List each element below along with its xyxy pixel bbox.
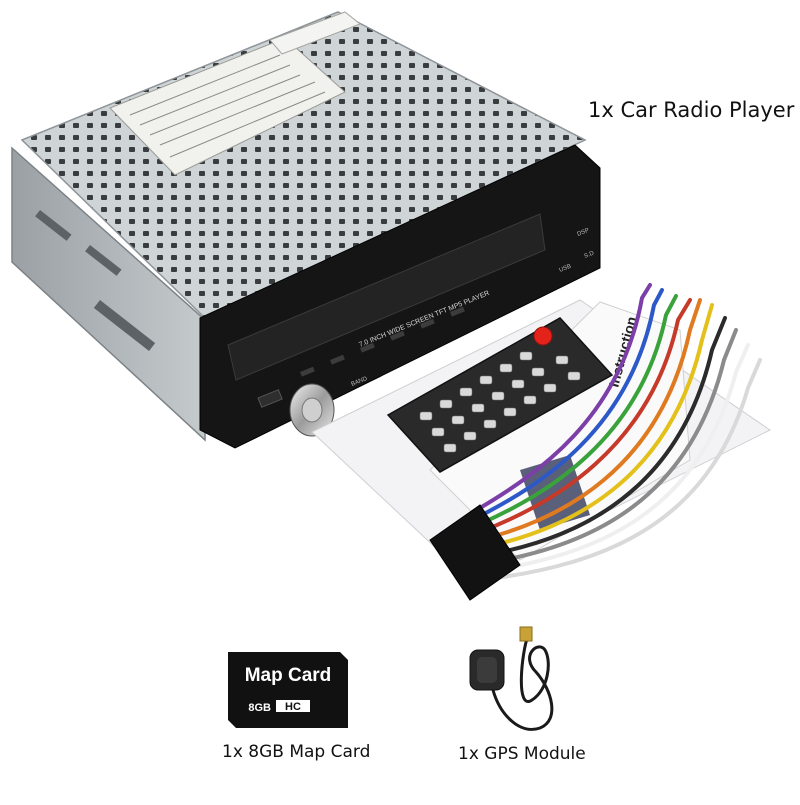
sticker-lines bbox=[129, 54, 326, 158]
remote-keypad bbox=[419, 351, 581, 453]
caption-car-radio-player: 1x Car Radio Player bbox=[588, 98, 795, 122]
map-card: Map Card 8GB HC bbox=[228, 652, 348, 728]
sd-card-title: Map Card bbox=[245, 665, 332, 686]
serial-sticker bbox=[269, 11, 361, 55]
spec-label-sticker bbox=[109, 37, 346, 176]
chassis-side bbox=[11, 146, 206, 442]
usb-label: USB bbox=[559, 264, 573, 274]
sd-card-type: HC bbox=[285, 701, 301, 713]
gps-connector-plug bbox=[519, 626, 533, 642]
chassis-side-slots bbox=[35, 210, 156, 351]
sd-label: S.D bbox=[584, 250, 596, 260]
sd-card-capacity: 8GB bbox=[248, 702, 271, 714]
gps-module bbox=[469, 626, 554, 731]
remote-power-button bbox=[533, 326, 553, 346]
knob-center bbox=[301, 397, 323, 423]
sd-hc-badge bbox=[276, 700, 310, 712]
front-left-button bbox=[257, 389, 283, 408]
car-radio-unit: 7.0 INCH WIDE SCREEN TFT MP5 PLAYER BAND… bbox=[11, 11, 601, 449]
wiring-harness bbox=[478, 283, 762, 582]
harness-connector bbox=[429, 504, 521, 601]
front-button-row bbox=[299, 306, 465, 377]
caption-map-card: 1x 8GB Map Card bbox=[222, 742, 371, 762]
caption-gps-module: 1x GPS Module bbox=[458, 744, 586, 764]
gps-antenna-top bbox=[477, 657, 497, 683]
gps-cable bbox=[491, 635, 554, 731]
sd-card-body bbox=[228, 652, 348, 728]
dsp-label: DSP bbox=[577, 228, 591, 238]
remote-control bbox=[386, 317, 614, 473]
front-screen-strip bbox=[227, 213, 546, 381]
